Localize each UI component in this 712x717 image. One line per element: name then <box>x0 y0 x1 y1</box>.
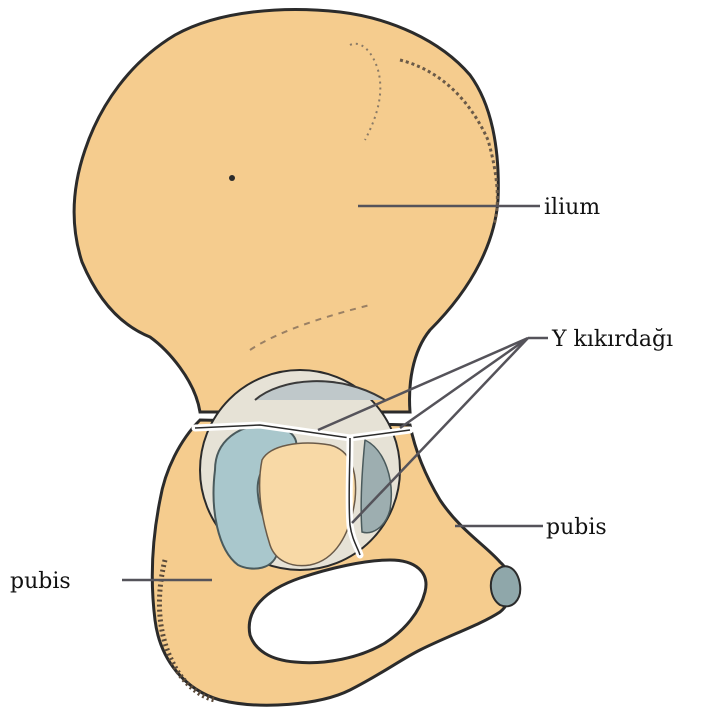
ilium-bone <box>74 10 498 412</box>
label-ilium: ilium <box>544 195 600 220</box>
label-y-cartilage: Y kıkırdağı <box>551 327 673 352</box>
label-pubis-right: pubis <box>546 515 607 540</box>
ilium-foramen-dot <box>229 175 235 181</box>
pubic-tubercle <box>491 566 520 606</box>
label-pubis-left: pubis <box>10 569 71 594</box>
